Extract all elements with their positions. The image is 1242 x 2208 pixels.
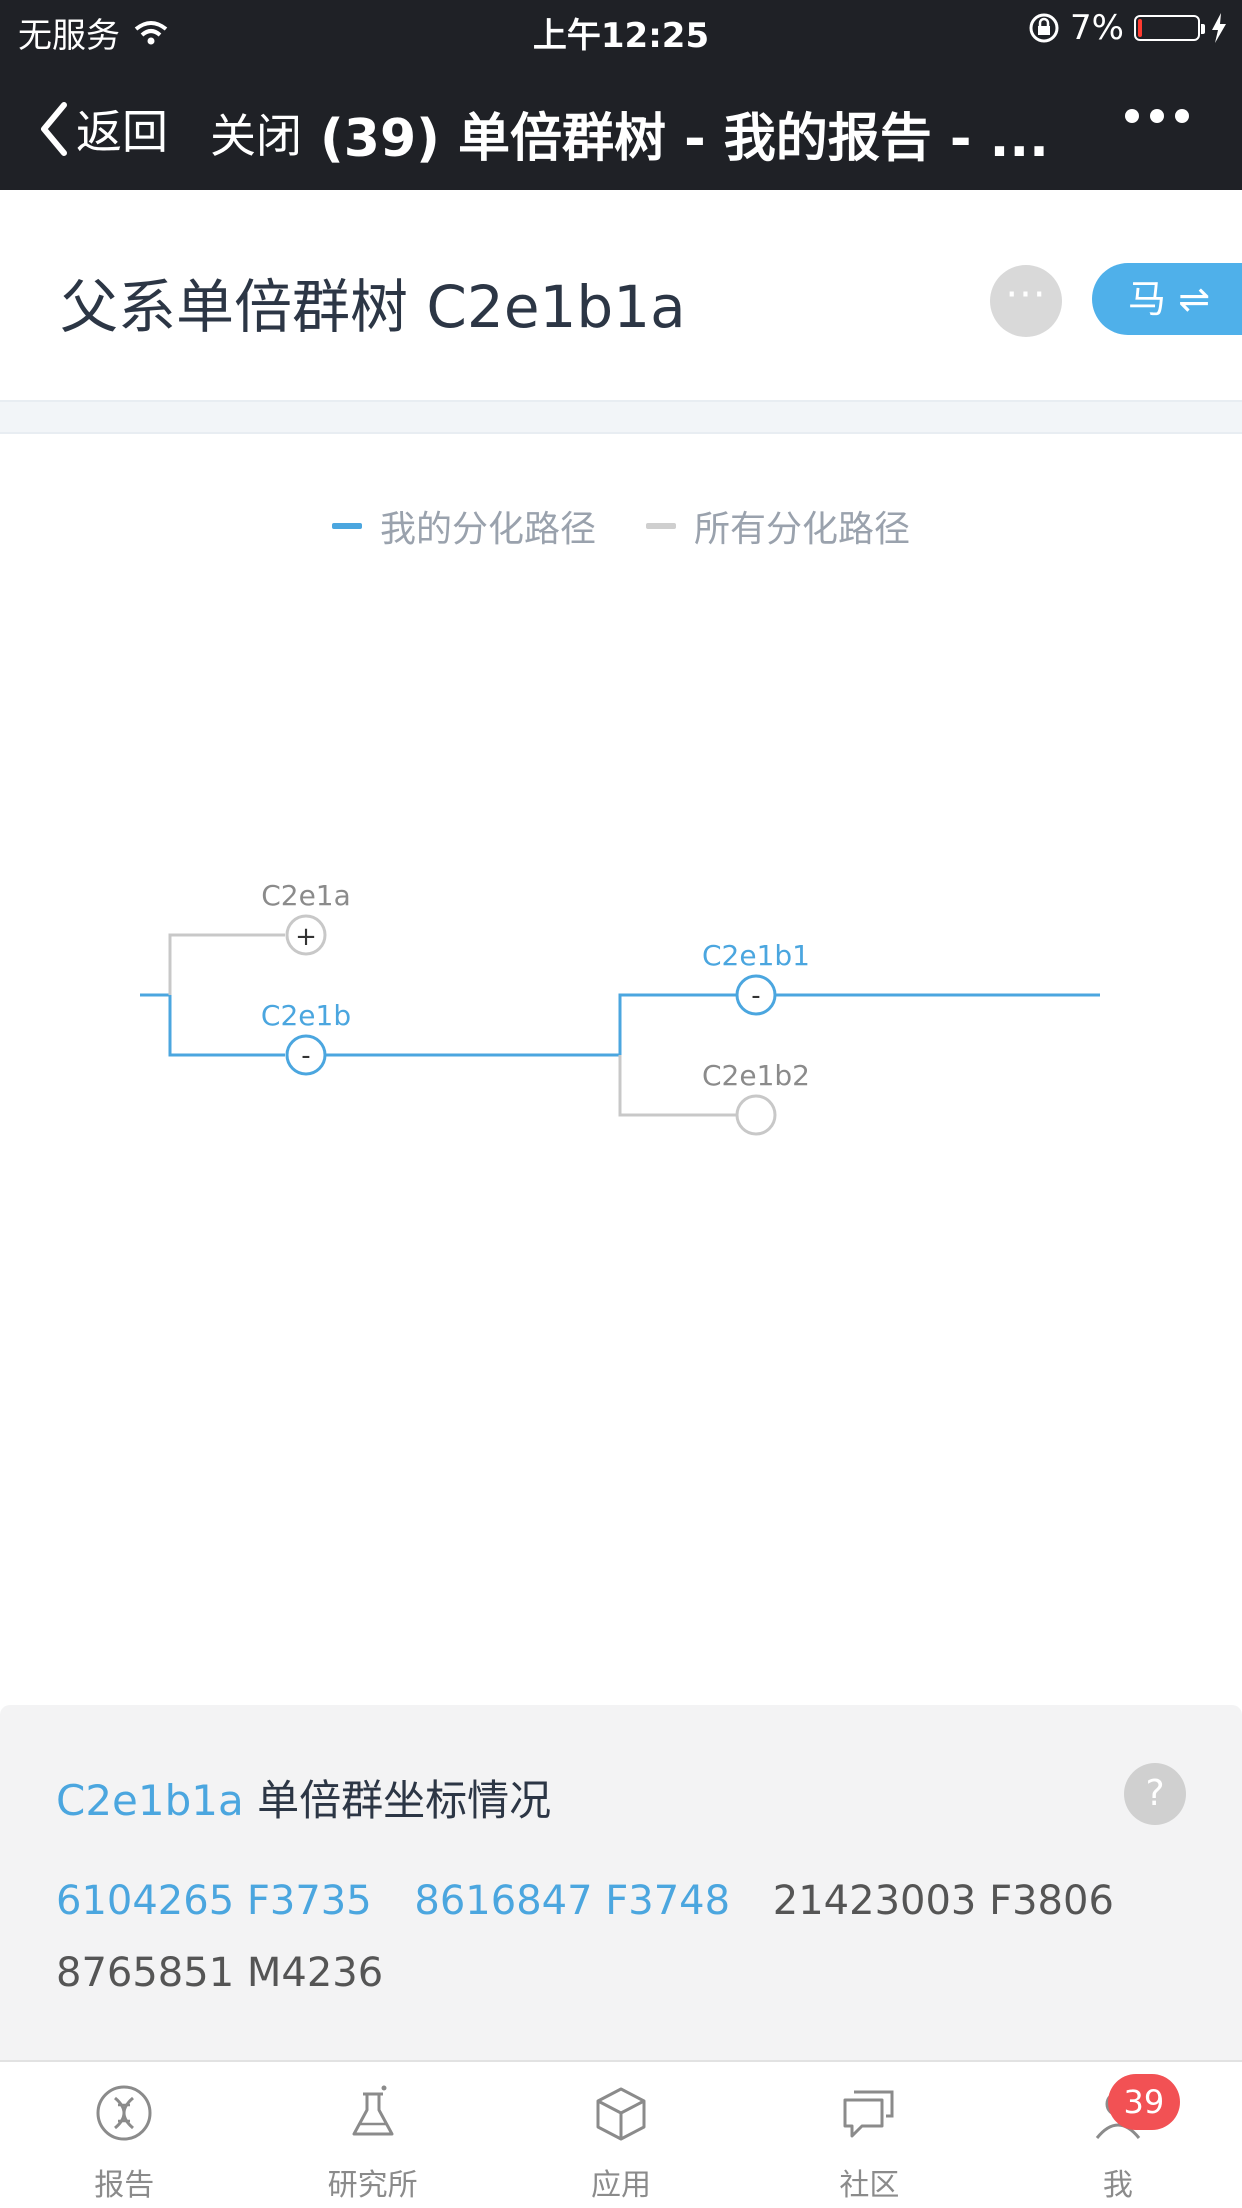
switch-button[interactable]: 马 ⇌ (1092, 263, 1242, 335)
question-icon: ? (1145, 1773, 1165, 1814)
tree-node-c2e1b1[interactable]: C2e1b1 - (702, 939, 810, 1016)
page-title: 父系单倍群树 C2e1b1a (60, 273, 686, 341)
ellipsis-icon (1125, 109, 1189, 123)
battery-percent: 7% (1070, 8, 1124, 48)
charging-bolt-icon (1212, 13, 1226, 43)
coordinates-title: C2e1b1a 单倍群坐标情况 (56, 1767, 551, 1828)
legend-swatch-all (646, 523, 676, 529)
help-button[interactable]: ? (1124, 1763, 1186, 1825)
tab-label: 我 (1102, 2168, 1133, 2203)
legend-item-mine: 我的分化路径 (331, 500, 596, 552)
tab-community[interactable]: 社区 (745, 2062, 993, 2208)
coordinate-item: 8616847 F3748 (414, 1878, 731, 1924)
coordinate-item: 6104265 F3735 (56, 1878, 372, 1924)
node-symbol-c2e1b: - (301, 1041, 310, 1071)
collapse-icon (735, 974, 777, 1016)
coordinates-haplogroup: C2e1b1a (56, 1776, 244, 1825)
tab-bar: 报告 研究所 应用 社区 39 我 (0, 2060, 1242, 2208)
tab-label: 报告 (94, 2168, 155, 2203)
status-time: 上午12:25 (532, 16, 710, 56)
battery-icon (1134, 15, 1205, 41)
edge-c2e1b (168, 995, 285, 1057)
legend-label-all: 所有分化路径 (694, 509, 911, 550)
status-left: 无服务 (18, 8, 168, 57)
legend: 我的分化路径 所有分化路径 (0, 500, 1242, 552)
node-label-c2e1a: C2e1a (261, 879, 351, 912)
tab-label: 社区 (839, 2168, 900, 2203)
coordinates-list: 6104265 F3735 8616847 F3748 21423003 F38… (56, 1865, 1186, 2009)
status-right: 7% (1028, 8, 1228, 48)
tab-label: 研究所 (327, 2168, 418, 2203)
tab-me[interactable]: 39 我 (994, 2062, 1242, 2208)
expand-icon (285, 914, 327, 956)
node-symbol-c2e1a: + (295, 922, 317, 952)
edge-c2e1b2 (618, 1055, 736, 1117)
node-label-c2e1b: C2e1b (261, 999, 351, 1032)
rotation-lock-icon (1029, 13, 1059, 43)
haplogroup-tree: C2e1a + C2e1b - C2e1b1 - C2e1b2 (140, 879, 1100, 1136)
node-symbol-c2e1b1: - (751, 981, 760, 1011)
tab-apps[interactable]: 应用 (497, 2062, 745, 2208)
wifi-icon (134, 20, 168, 44)
more-button[interactable]: ··· (990, 265, 1062, 337)
coordinates-title-text: 单倍群坐标情况 (243, 1776, 552, 1825)
page-title-nav: (39) 单倍群树 - 我的报告 - ... (320, 109, 1049, 169)
nav-bar: 返回 关闭 (39) 单倍群树 - 我的报告 - ... (0, 60, 1242, 190)
legend-item-all: 所有分化路径 (646, 500, 910, 552)
back-button[interactable]: 返回 (38, 96, 168, 162)
ellipsis-icon: ··· (1005, 272, 1047, 318)
legend-swatch-mine (331, 523, 362, 529)
notification-badge: 39 (1107, 2074, 1180, 2130)
divider (0, 400, 1242, 434)
edge-c2e1a (168, 933, 285, 995)
coordinate-item: 21423003 F3806 (772, 1878, 1114, 1924)
back-label: 返回 (76, 105, 168, 159)
node-label-c2e1b2: C2e1b2 (702, 1059, 810, 1092)
node-label-c2e1b1: C2e1b1 (702, 939, 810, 972)
coordinates-panel: C2e1b1a 单倍群坐标情况 ? 6104265 F3735 8616847 … (0, 1705, 1242, 2060)
carrier-label: 无服务 (18, 16, 120, 56)
legend-label-mine: 我的分化路径 (379, 509, 596, 550)
tab-institute[interactable]: 研究所 (248, 2062, 496, 2208)
chat-icon (843, 2090, 894, 2138)
cube-icon (596, 2087, 646, 2141)
leaf-node-icon (735, 1094, 777, 1136)
tree-node-c2e1a[interactable]: C2e1a + (261, 879, 351, 956)
coordinate-item: 8765851 M4236 (56, 1950, 384, 1996)
header: 父系单倍群树 C2e1b1a ··· 马 ⇌ (0, 190, 1242, 400)
more-options-button[interactable] (1124, 106, 1190, 130)
collapse-icon (285, 1034, 327, 1076)
tree-node-c2e1b[interactable]: C2e1b - (261, 999, 351, 1076)
flask-icon (352, 2085, 394, 2136)
tab-report[interactable]: 报告 (0, 2062, 248, 2208)
close-button[interactable]: 关闭 (210, 109, 302, 163)
tab-label: 应用 (591, 2168, 652, 2203)
chevron-left-icon (41, 102, 67, 156)
tree-node-c2e1b2[interactable]: C2e1b2 (702, 1059, 810, 1136)
dna-icon (96, 2085, 152, 2141)
edge-c2e1b-trunk (326, 993, 736, 1057)
status-bar: 无服务 上午12:25 7% (0, 0, 1242, 60)
